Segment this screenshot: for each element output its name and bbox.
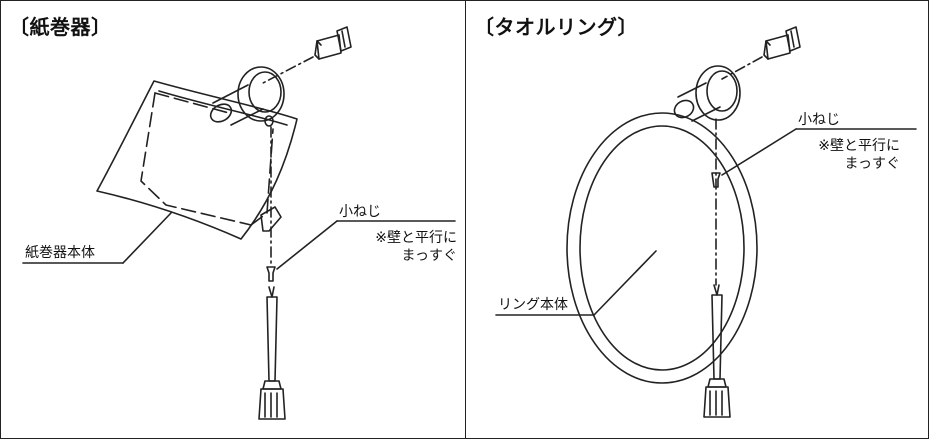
screw-icon	[266, 266, 276, 282]
ring-outer	[566, 112, 758, 384]
screw-note: ※壁と平行に まっすぐ	[375, 229, 457, 265]
ring-inner	[579, 125, 745, 371]
panel-divider	[465, 1, 466, 438]
part-label-paper-holder: 紙巻器本体	[25, 245, 95, 261]
screw-note-line1: ※壁と平行に	[818, 138, 900, 154]
wall-bracket-icon	[763, 26, 801, 60]
screwdriver-icon	[703, 284, 731, 418]
towel-ring-illustration	[495, 26, 917, 418]
cover-outline	[96, 80, 298, 240]
alignment-line-diagonal	[721, 56, 763, 80]
panel-title-towel-ring: 〔タオルリング〕	[474, 15, 638, 39]
panel-towel-ring: 〔タオルリング〕	[466, 1, 929, 438]
screw-label: 小ねじ	[339, 204, 381, 220]
paper-holder-illustration	[22, 26, 456, 420]
rosette-icon	[695, 65, 741, 121]
screw-label: 小ねじ	[798, 112, 840, 128]
rosette-icon	[237, 66, 285, 122]
screw-note-line2: まっすぐ	[844, 156, 900, 172]
alignment-line-diagonal	[262, 56, 314, 84]
panel-title-paper-holder: 〔紙巻器〕	[9, 15, 112, 39]
screw-note-line1: ※壁と平行に	[375, 230, 457, 246]
wall-bracket-icon	[314, 26, 352, 60]
screw-note: ※壁と平行に まっすぐ	[818, 137, 900, 173]
screw-note-line2: まっすぐ	[401, 248, 457, 264]
screwdriver-icon	[258, 286, 286, 420]
panel-paper-holder: 〔紙巻器〕	[1, 1, 465, 438]
screw-icon	[711, 172, 721, 188]
part-label-ring: リング本体	[498, 297, 568, 313]
